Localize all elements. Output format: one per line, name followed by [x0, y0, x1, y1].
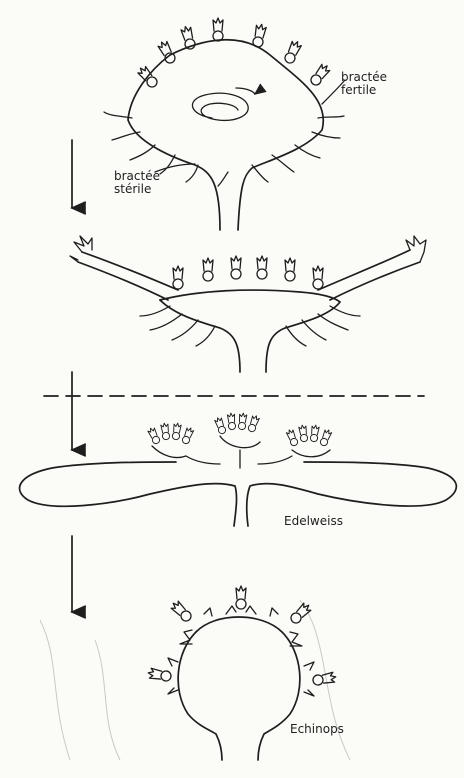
mini-capitulum-right	[258, 425, 332, 464]
stage-2-flattened	[70, 236, 426, 372]
spiral-arrow	[192, 93, 248, 120]
echinops-units	[147, 586, 336, 696]
label-bractee-fertile-line2: fertile	[341, 84, 387, 97]
mini-capitulum-left	[147, 423, 220, 464]
label-bractee-sterile: bractée stérile	[114, 170, 160, 196]
stage-1-capitulum	[104, 18, 345, 230]
background-texture	[40, 600, 350, 760]
stage-3-edelweiss	[20, 413, 457, 526]
label-bractee-sterile-line2: stérile	[114, 183, 160, 196]
leader-sterile	[155, 164, 195, 172]
mini-capitulum-center	[214, 413, 260, 468]
label-bractee-fertile: bractée fertile	[341, 71, 387, 97]
florets-top	[137, 18, 331, 89]
label-echinops: Echinops	[290, 723, 344, 736]
label-edelweiss: Edelweiss	[284, 515, 343, 528]
florets-row	[173, 256, 323, 289]
